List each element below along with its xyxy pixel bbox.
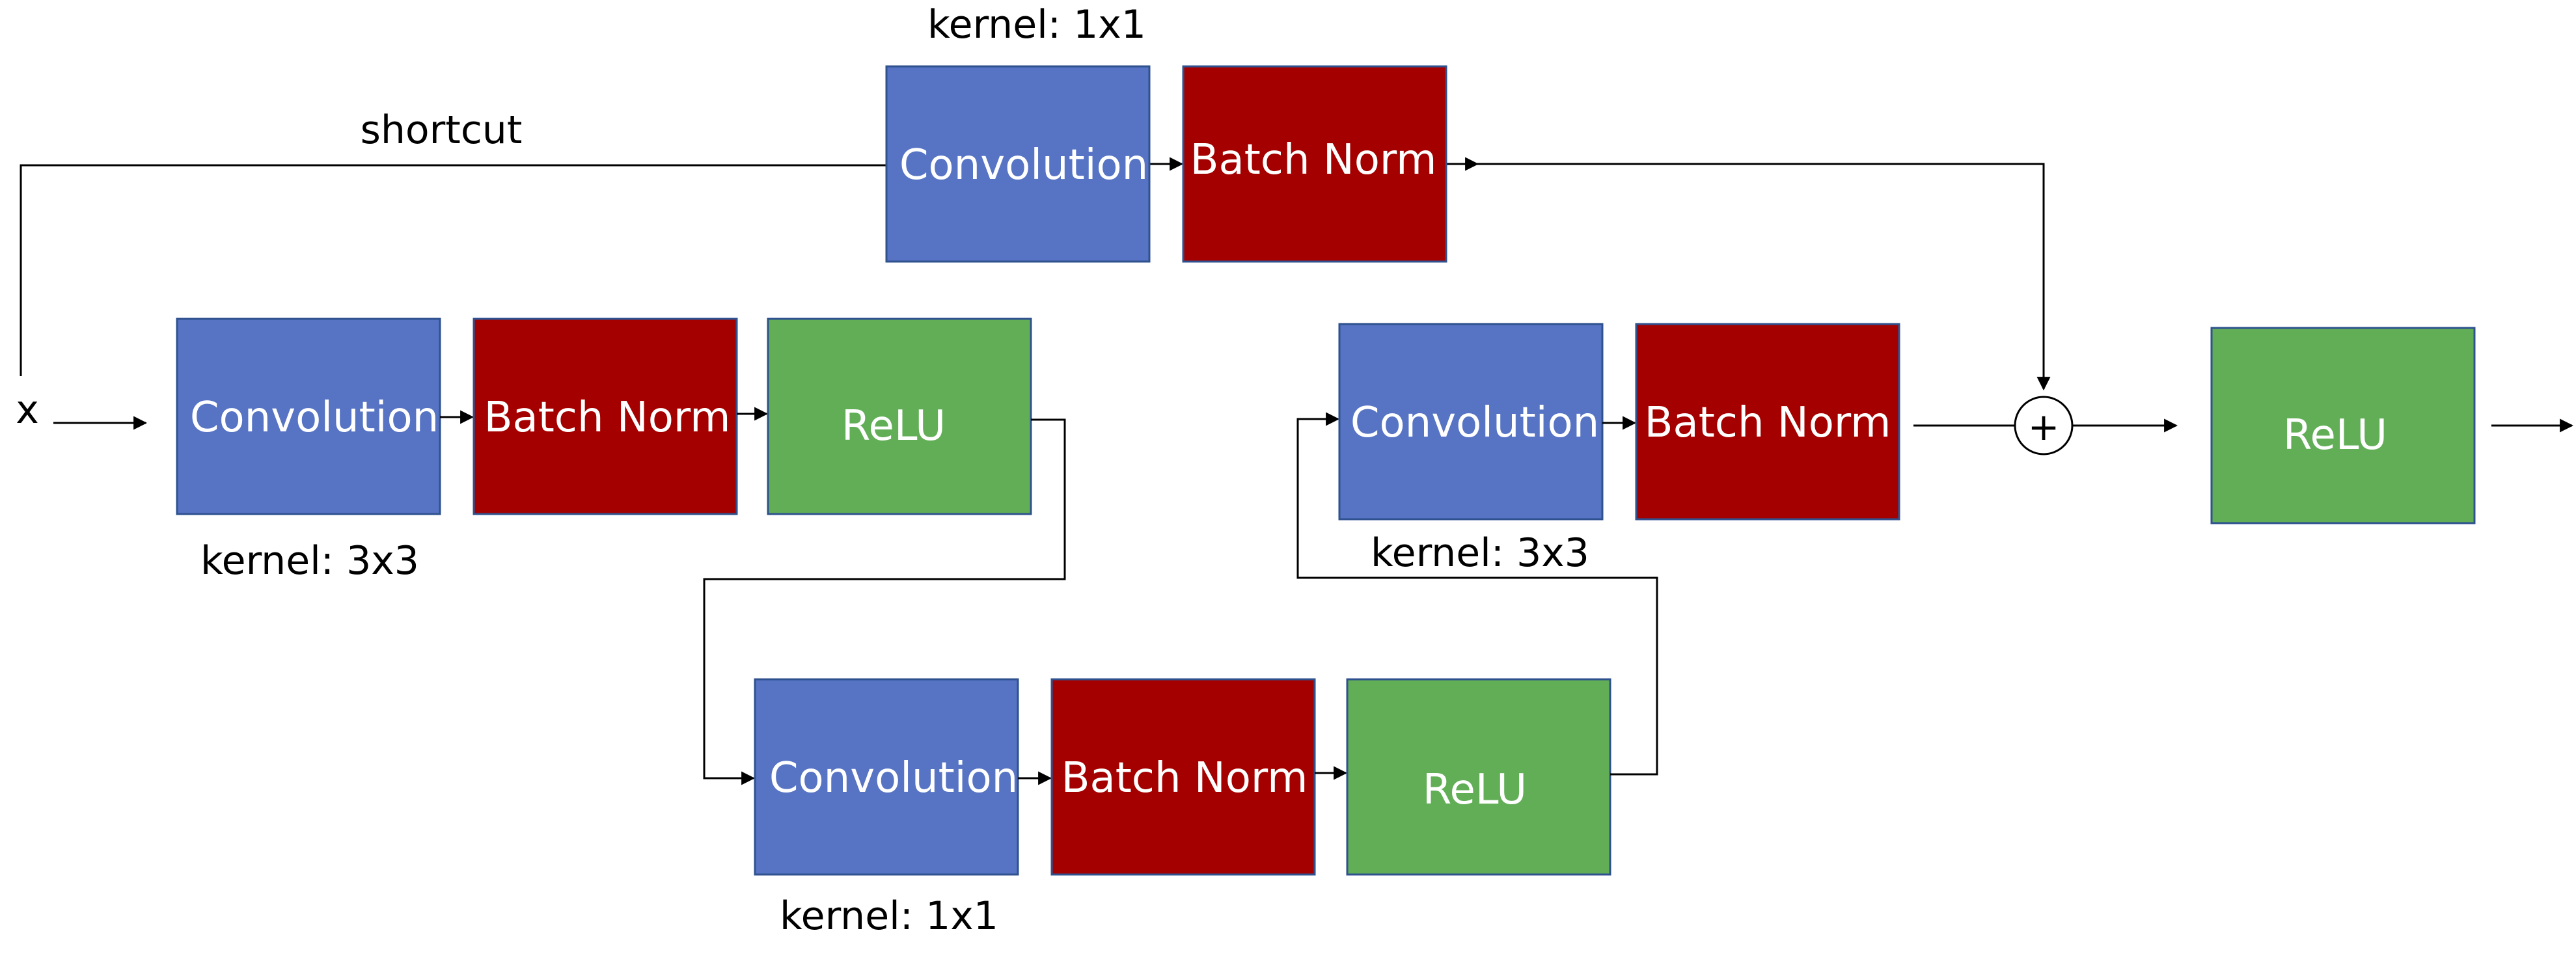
row3-convolution-block [1338, 323, 1604, 521]
row3-convolution-label: Convolution [1350, 399, 1599, 447]
shortcut-to-add-line [1477, 163, 2051, 391]
shortcut-line [20, 164, 886, 376]
row1-relu-block [767, 318, 1032, 515]
shortcut-batch-norm-label: Batch Norm [1190, 136, 1437, 184]
shortcut-batch-norm-block [1182, 65, 1447, 263]
kernel-label-row1: kernel: 3x3 [200, 538, 419, 584]
row1-batch-norm-block [473, 318, 738, 515]
kernel-label-row3: kernel: 3x3 [1371, 530, 1589, 576]
row2-batch-norm-block [1050, 678, 1316, 876]
row2-convolution-label: Convolution [769, 754, 1018, 802]
row1-convolution-block [176, 318, 441, 515]
kernel-label-row2: kernel: 1x1 [780, 893, 998, 939]
row3-batch-norm-label: Batch Norm [1645, 399, 1891, 447]
row2-to-row3-line [1296, 412, 1658, 776]
shortcut-convolution-label: Convolution [899, 141, 1148, 189]
kernel-label-shortcut: kernel: 1x1 [927, 2, 1146, 47]
row1-convolution-label: Convolution [190, 394, 439, 442]
row1-to-row2-line [703, 418, 1066, 785]
row1-relu-label: ReLU [842, 402, 946, 450]
output-relu-block [2210, 327, 2476, 524]
input-x-label: x [16, 387, 39, 433]
addition-symbol: + [2028, 405, 2060, 449]
row3-batch-norm-block [1635, 323, 1900, 521]
row2-convolution-block [754, 678, 1019, 876]
row1-batch-norm-label: Batch Norm [484, 394, 731, 442]
shortcut-convolution-block [885, 65, 1151, 263]
row2-batch-norm-label: Batch Norm [1062, 754, 1308, 802]
row2-relu-label: ReLU [1423, 766, 1527, 814]
row2-relu-block [1346, 678, 1611, 876]
output-relu-label: ReLU [2283, 411, 2387, 459]
shortcut-label: shortcut [361, 107, 523, 153]
